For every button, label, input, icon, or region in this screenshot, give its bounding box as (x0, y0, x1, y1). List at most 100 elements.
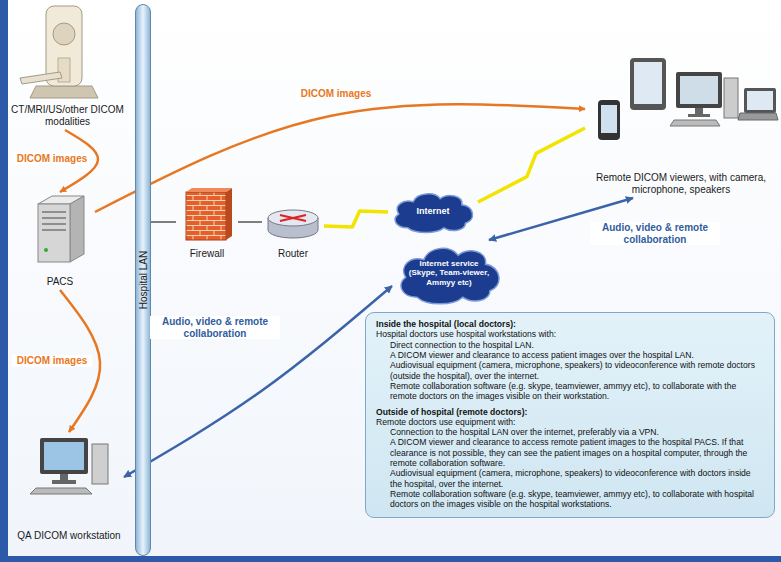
router-icon (280, 215, 306, 221)
node-label: PACS (47, 276, 74, 287)
remote-viewers-node: Remote DICOM viewers, with camera, micro… (585, 52, 777, 198)
pacs-server (38, 204, 70, 262)
text-line: Internet (416, 206, 449, 217)
remote-devices (601, 105, 617, 133)
note-text: Connection to the hospital LAN over the … (390, 427, 659, 437)
cloud-outline (395, 194, 472, 233)
note-text: Inside the hospital (local doctors): (376, 319, 516, 329)
cloud-outline (401, 248, 499, 303)
note-text: Audiovisual equipment (camera, microphon… (390, 468, 751, 488)
network-cable (238, 221, 262, 223)
node-label: Internet (416, 206, 449, 216)
note-text: Remote doctors use equipment with: (376, 417, 515, 427)
remote-devices (695, 108, 703, 114)
ct-scanner (30, 86, 98, 98)
qa-workstation (44, 442, 84, 470)
text-line: QA DICOM workstation (17, 530, 120, 542)
text-line: Connection to the hospital LAN over the … (376, 427, 764, 437)
note-text: Audiovisual equipment (camera, microphon… (390, 360, 755, 380)
remote-devices (598, 100, 620, 140)
note-text: Direct connection to the hospital LAN. (390, 340, 534, 350)
remote-devices (744, 88, 776, 113)
remote-devices (724, 78, 738, 118)
remote-devices (688, 114, 710, 117)
node-label: Router (278, 248, 308, 259)
text-line: Hospital LAN (138, 251, 149, 309)
note-text: Outside of hospital (remote doctors): (376, 407, 527, 417)
modality-node: CT/MRI/US/other DICOM modalities (10, 2, 125, 130)
lan-bus: Hospital LAN (135, 4, 151, 556)
text-line: Inside the hospital (local doctors): (376, 319, 764, 329)
ct-scanner (20, 6, 98, 98)
text-line: Audiovisual equipment (camera, microphon… (376, 468, 764, 489)
qa-workstation (30, 488, 92, 494)
slide-panel (8, 0, 781, 556)
wireless-link (324, 211, 388, 227)
router-node: Router (262, 205, 324, 262)
remote-devices (676, 72, 722, 108)
text-line: Hospital doctors use hospital workstatio… (376, 329, 764, 339)
internet-cloud: Internet (388, 188, 478, 234)
remote-devices (670, 120, 720, 126)
edge-label: Audio, video & remote collaboration (150, 316, 280, 339)
text-line: CT/MRI/US/other DICOM modalities (10, 104, 125, 127)
service-cloud: Internet service (Skype, Team-viewer, Am… (392, 240, 506, 306)
qa-workstation (40, 438, 88, 474)
remote-devices (680, 76, 718, 104)
remote-devices (747, 91, 773, 110)
note-text: Remote collaboration software (e.g. skyp… (390, 489, 754, 509)
remote-devices (598, 58, 778, 140)
pacs-server (70, 196, 84, 262)
text-line: Remote DICOM viewers, with camera, micro… (585, 172, 777, 195)
text-line: Remote collaboration software (e.g. skyp… (376, 489, 764, 510)
ct-scanner (53, 23, 75, 45)
text-line: Direct connection to the hospital LAN. (376, 340, 764, 350)
text-line: A DICOM viewer and clearance to access r… (376, 437, 764, 468)
text-line: Audiovisual equipment (camera, microphon… (376, 360, 764, 381)
text-line: Remote doctors use equipment with: (376, 417, 764, 427)
text-line: Firewall (190, 248, 224, 260)
flow-arrow (95, 104, 585, 212)
note-text: A DICOM viewer and clearance to access p… (390, 350, 694, 360)
network-cable (151, 221, 176, 223)
text-line: Remote collaboration software (e.g. skyp… (376, 381, 764, 402)
node-label: CT/MRI/US/other DICOM modalities (11, 104, 124, 127)
firewall-node: Firewall (176, 186, 238, 262)
flow-arrow (124, 286, 392, 477)
qa-workstation (30, 438, 108, 494)
node-label: Internet service (Skype, Team-viewer, Am… (409, 259, 489, 287)
remote-devices (630, 58, 666, 110)
server-node: PACS (25, 192, 95, 290)
node-label: QA DICOM workstation (17, 530, 120, 541)
pacs-server (42, 212, 66, 230)
edge-label: DICOM images (296, 88, 376, 100)
text-line: A DICOM viewer and clearance to access p… (376, 350, 764, 360)
firewall-wall (186, 188, 232, 240)
node-label: Firewall (190, 248, 224, 259)
pacs-server (44, 248, 48, 252)
text-line: Internet service (Skype, Team-viewer, Am… (408, 259, 490, 288)
pacs-server (38, 196, 84, 262)
remote-devices (634, 62, 662, 104)
router-icon (268, 210, 318, 238)
remote-devices (738, 113, 778, 120)
text-line: Outside of hospital (remote doctors): (376, 407, 764, 417)
note-text: A DICOM viewer and clearance to access r… (390, 437, 747, 468)
node-label: Remote DICOM viewers, with camera, micro… (596, 172, 766, 195)
firewall-wall (226, 188, 232, 240)
qa-workstation (52, 480, 76, 484)
wireless-link (478, 128, 585, 202)
router-icon (268, 210, 318, 226)
edge-label: DICOM images (12, 153, 92, 165)
text-line: Router (278, 248, 308, 260)
text-line: PACS (47, 276, 74, 288)
firewall-wall (186, 188, 232, 192)
note-text: Remote collaboration software (e.g. skyp… (390, 381, 736, 401)
info-box: Inside the hospital (local doctors):Hosp… (365, 312, 775, 518)
node-label: Hospital LAN (138, 251, 149, 309)
firewall-wall (186, 192, 226, 240)
note-text: Hospital doctors use hospital workstatio… (376, 329, 556, 339)
qa-workstation (92, 444, 108, 484)
